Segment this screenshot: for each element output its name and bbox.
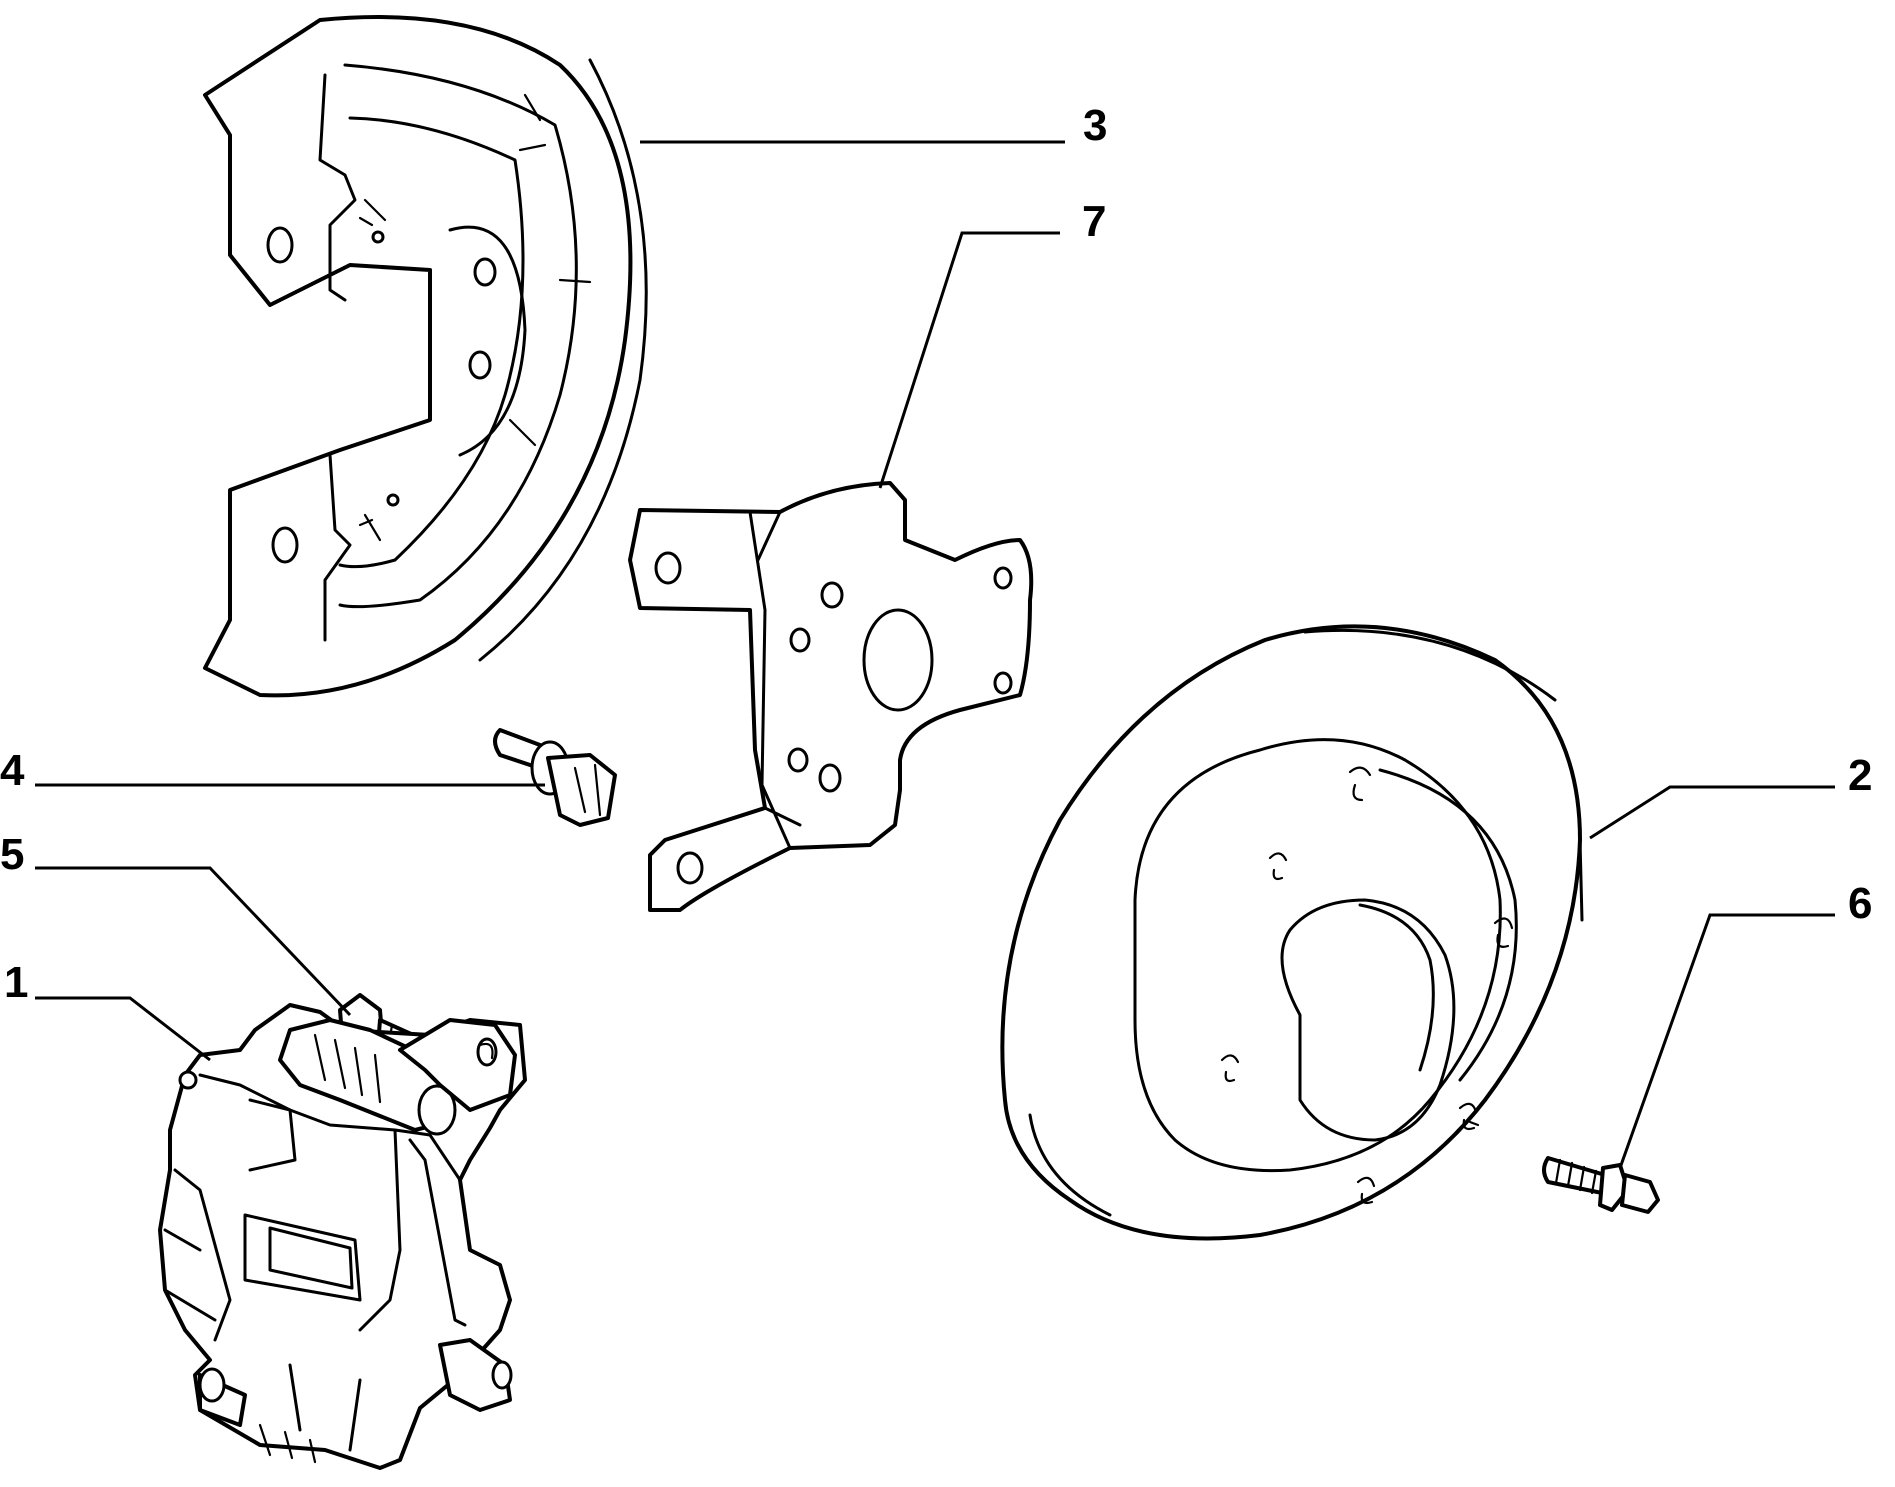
leader-5 bbox=[35, 866, 352, 1017]
callout-2: 2 bbox=[1848, 751, 1872, 800]
callout-1: 1 bbox=[4, 958, 28, 1007]
callout-5: 5 bbox=[0, 830, 24, 879]
leader-7 bbox=[878, 231, 1060, 489]
callout-4: 4 bbox=[0, 746, 25, 795]
callout-3: 3 bbox=[1083, 101, 1107, 150]
callout-6: 6 bbox=[1848, 879, 1872, 928]
caliper-bracket bbox=[628, 481, 1034, 912]
wheel-stud-6 bbox=[1542, 1156, 1660, 1214]
leader-6 bbox=[1618, 913, 1835, 1169]
leader-1 bbox=[35, 996, 211, 1062]
brake-disc bbox=[1000, 624, 1584, 1241]
leader-lines bbox=[35, 140, 1835, 1169]
dust-shield bbox=[203, 15, 648, 698]
callout-labels: 3 7 4 5 1 2 6 bbox=[0, 101, 1872, 1007]
leader-2 bbox=[1589, 785, 1835, 840]
brake-caliper bbox=[158, 1003, 527, 1470]
callout-7: 7 bbox=[1082, 197, 1106, 246]
bolt-4 bbox=[493, 728, 617, 827]
